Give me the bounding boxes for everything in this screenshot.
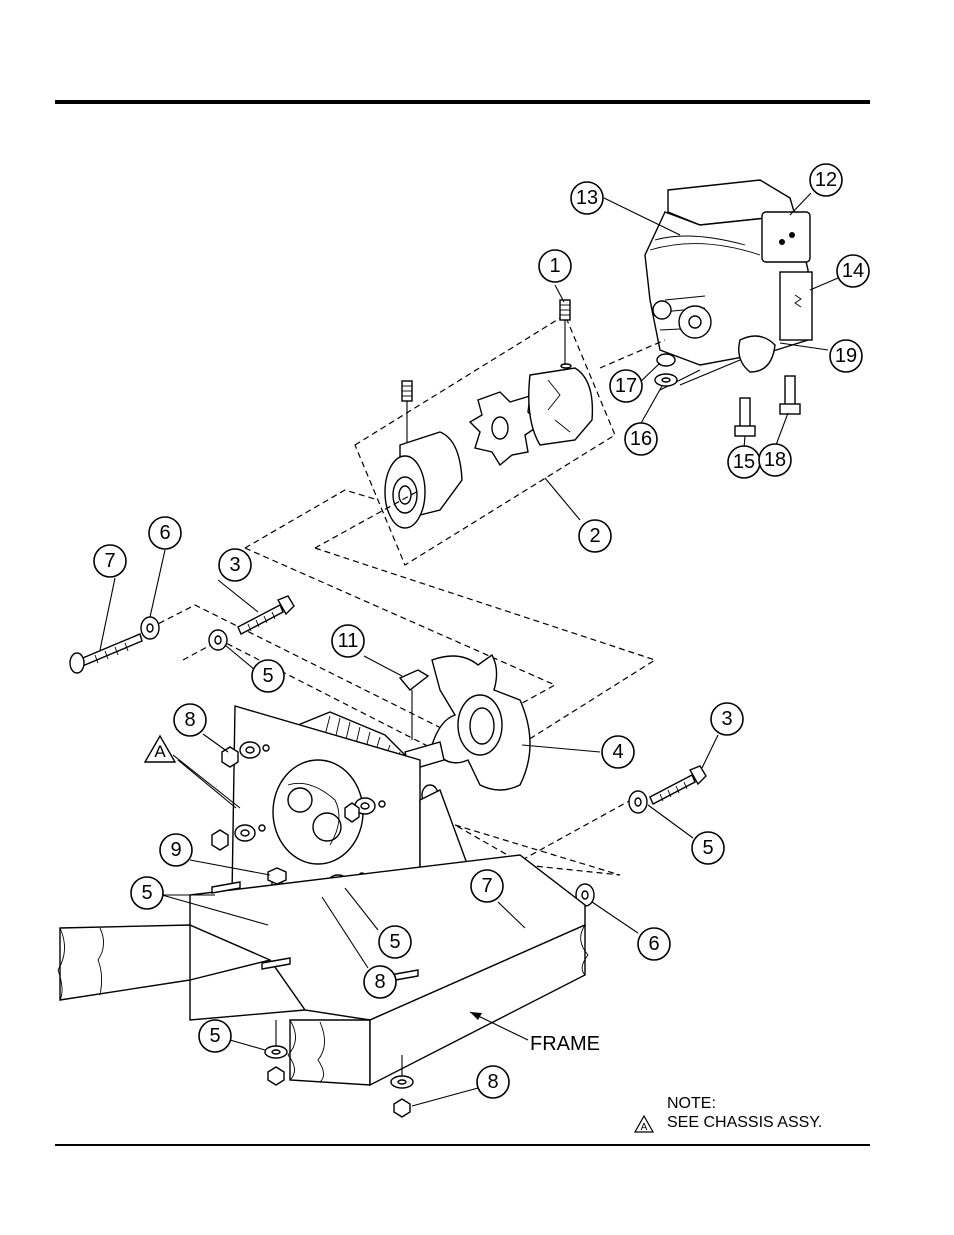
callout-17-label: 17 bbox=[615, 375, 637, 397]
callout-5-right-label: 5 bbox=[702, 837, 713, 859]
callout-8-plate: 8 bbox=[174, 704, 206, 736]
callout-6-left: 6 bbox=[149, 517, 181, 549]
callout-12: 12 bbox=[810, 164, 842, 196]
callout-7-left: 7 bbox=[94, 545, 126, 577]
note-block: NOTE: A SEE CHASSIS ASSY. bbox=[635, 1095, 822, 1133]
callout-3-top-label: 3 bbox=[229, 554, 240, 576]
callout-5-right: 5 bbox=[692, 832, 724, 864]
note-title: NOTE: bbox=[667, 1095, 716, 1112]
callout-2-label: 2 bbox=[589, 525, 600, 547]
callout-5-upper-label: 5 bbox=[262, 665, 273, 687]
callout-17: 17 bbox=[610, 370, 642, 402]
chassis-reference-marker: A bbox=[145, 736, 236, 808]
callout-15: 15 bbox=[728, 446, 760, 478]
callout-5-plate: 5 bbox=[379, 926, 411, 958]
callout-2: 2 bbox=[579, 520, 611, 552]
callout-4-label: 4 bbox=[612, 741, 623, 763]
callout-19-label: 19 bbox=[835, 345, 857, 367]
note-text: SEE CHASSIS ASSY. bbox=[667, 1114, 822, 1131]
callout-16: 16 bbox=[625, 423, 657, 455]
callout-7-right: 7 bbox=[471, 870, 503, 902]
callout-13: 13 bbox=[571, 182, 603, 214]
callout-5-upper: 5 bbox=[252, 660, 284, 692]
callout-8-lower-label: 8 bbox=[374, 971, 385, 993]
callout-8-frame: 8 bbox=[477, 1066, 509, 1098]
callout-14: 14 bbox=[837, 255, 869, 287]
callout-6-right-label: 6 bbox=[648, 933, 659, 955]
note-marker-letter: A bbox=[641, 1122, 648, 1133]
engine-mount-hardware bbox=[655, 354, 800, 436]
callout-13-label: 13 bbox=[576, 187, 598, 209]
callout-12-label: 12 bbox=[815, 169, 837, 191]
callout-15-label: 15 bbox=[733, 451, 755, 473]
callout-5-bottom: 5 bbox=[199, 1020, 231, 1052]
callout-3-right-label: 3 bbox=[721, 708, 732, 730]
callout-11: 11 bbox=[332, 625, 364, 657]
callout-18-label: 18 bbox=[764, 449, 786, 471]
chassis-marker-letter: A bbox=[154, 742, 166, 761]
frame-label: FRAME bbox=[530, 1033, 600, 1055]
callout-11-label: 11 bbox=[338, 630, 359, 652]
callout-6-left-label: 6 bbox=[159, 522, 170, 544]
coupling-assembly bbox=[355, 300, 615, 565]
callout-7-right-label: 7 bbox=[481, 875, 492, 897]
callout-7-left-label: 7 bbox=[104, 550, 115, 572]
callout-8-lower: 8 bbox=[364, 966, 396, 998]
callout-6-right: 6 bbox=[638, 928, 670, 960]
callout-18: 18 bbox=[759, 444, 791, 476]
callout-8-frame-label: 8 bbox=[487, 1071, 498, 1093]
callout-3-right: 3 bbox=[711, 703, 743, 735]
callout-9-label: 9 bbox=[170, 839, 181, 861]
callout-5-left: 5 bbox=[131, 877, 163, 909]
callout-5-plate-label: 5 bbox=[389, 931, 400, 953]
callout-1: 1 bbox=[539, 250, 571, 282]
callout-9: 9 bbox=[160, 834, 192, 866]
callout-14-label: 14 bbox=[842, 260, 864, 282]
callout-19: 19 bbox=[830, 340, 862, 372]
callout-4: 4 bbox=[602, 736, 634, 768]
callout-5-bottom-label: 5 bbox=[209, 1025, 220, 1047]
callout-5-left-label: 5 bbox=[141, 882, 152, 904]
callout-16-label: 16 bbox=[630, 428, 652, 450]
callout-1-label: 1 bbox=[549, 255, 560, 277]
callout-3-top: 3 bbox=[219, 549, 251, 581]
callout-8-plate-label: 8 bbox=[184, 709, 195, 731]
